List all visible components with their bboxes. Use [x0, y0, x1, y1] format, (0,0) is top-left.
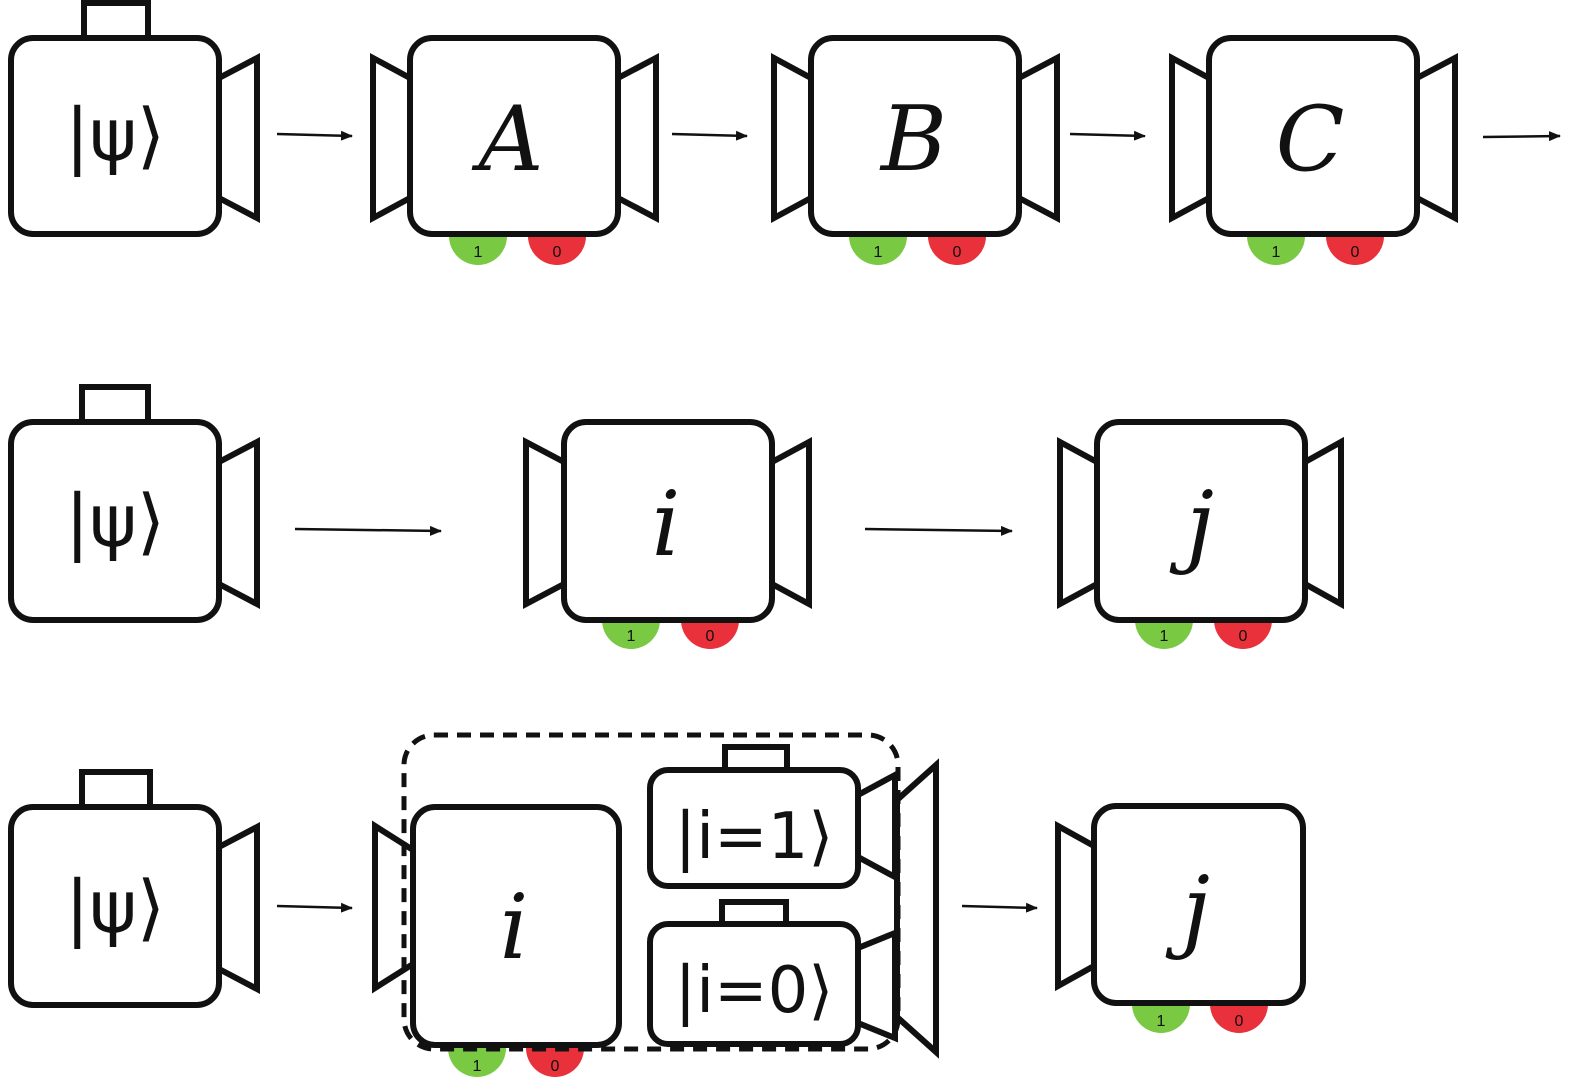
output-horn-icon [216, 53, 260, 223]
input-horn-icon [1169, 52, 1212, 224]
arrow [294, 525, 442, 536]
box-body [561, 419, 775, 623]
box-body [1091, 803, 1306, 1006]
input-horn-icon [1057, 436, 1100, 610]
handle-icon [81, 0, 151, 42]
arrow [671, 130, 748, 141]
source-box-row3: |ψ⟩ [8, 769, 260, 1008]
row-1: |ψ⟩ A 1 0 B 1 0 [8, 0, 1561, 265]
measure-box-body [410, 804, 622, 1048]
source-box-body [8, 419, 222, 623]
output-horn-icon [615, 53, 659, 223]
box-label: A [472, 87, 544, 192]
source-label: |ψ⟩ [65, 93, 165, 178]
row-2: |ψ⟩ i 1 0 j 1 0 [8, 384, 1344, 649]
output-horn-icon [855, 769, 898, 883]
arrow [276, 130, 353, 141]
prep-zero-label: |i=0⟩ [675, 954, 834, 1028]
measure-box-label: i [500, 875, 529, 980]
input-horn-icon [370, 52, 413, 224]
output-zero-label: 0 [1235, 1013, 1244, 1030]
output-horn-icon [1302, 436, 1344, 610]
output-one-label: 1 [1272, 244, 1281, 261]
arrow [864, 525, 1013, 536]
box-label: i [652, 472, 681, 577]
arrow [961, 902, 1038, 913]
output-horn-icon [855, 928, 898, 1043]
output-one-label: 1 [874, 244, 883, 261]
box-c: C 1 0 [1169, 35, 1458, 265]
output-horn-icon [216, 437, 260, 609]
output-one-label: 1 [473, 1058, 482, 1075]
arrow [276, 902, 353, 913]
output-zero-label: 0 [551, 1058, 560, 1075]
arrow [1482, 131, 1561, 142]
input-horn-icon [372, 820, 416, 994]
input-horn-icon [771, 52, 814, 224]
output-zero-label: 0 [953, 244, 962, 261]
box-a: A 1 0 [370, 35, 659, 265]
source-box-body [8, 35, 222, 237]
source-box-row1: |ψ⟩ [8, 0, 260, 237]
box-body [1094, 419, 1308, 623]
output-zero-label: 0 [706, 628, 715, 645]
output-zero-label: 0 [553, 244, 562, 261]
composite-dashed-outline [401, 732, 901, 1052]
output-horn-icon [216, 822, 260, 994]
input-horn-icon [1055, 820, 1097, 992]
box-body [1206, 35, 1420, 237]
output-horn-icon [769, 436, 812, 610]
output-horn-icon [1414, 53, 1458, 223]
box-b: B 1 0 [771, 35, 1060, 265]
output-one-label: 1 [1160, 628, 1169, 645]
output-one-label: 1 [627, 628, 636, 645]
box-body [808, 35, 1022, 237]
prep-box-zero: |i=0⟩ [647, 899, 898, 1047]
prep-box-body [647, 767, 861, 889]
output-zero-label: 0 [1351, 244, 1360, 261]
prep-one-label: |i=1⟩ [675, 800, 834, 874]
handle-icon [79, 769, 153, 811]
final-box-j: j 1 0 [1055, 803, 1306, 1033]
source-box-body [8, 804, 222, 1008]
source-label: |ψ⟩ [65, 865, 165, 950]
prep-box-one: |i=1⟩ [647, 744, 898, 889]
box-label: C [1276, 87, 1345, 192]
input-horn-icon [523, 437, 567, 609]
prep-box-body [647, 921, 861, 1047]
output-one-label: 1 [1157, 1013, 1166, 1030]
composite-box: i |i=1⟩ |i=0⟩ 1 0 [372, 732, 939, 1077]
source-box-row2: |ψ⟩ [8, 384, 260, 623]
box-j: j 1 0 [1057, 419, 1344, 649]
arrow [1069, 130, 1146, 141]
box-i: i 1 0 [523, 419, 812, 649]
output-horn-icon [1016, 53, 1060, 223]
box-label: B [879, 87, 947, 192]
output-one-label: 1 [474, 244, 483, 261]
box-body [407, 35, 621, 237]
output-zero-label: 0 [1239, 628, 1248, 645]
row-3: |ψ⟩ i |i=1⟩ |i=0⟩ [8, 732, 1306, 1077]
source-label: |ψ⟩ [65, 479, 165, 564]
handle-icon [79, 384, 151, 426]
composite-output-horn-icon [894, 758, 939, 1059]
